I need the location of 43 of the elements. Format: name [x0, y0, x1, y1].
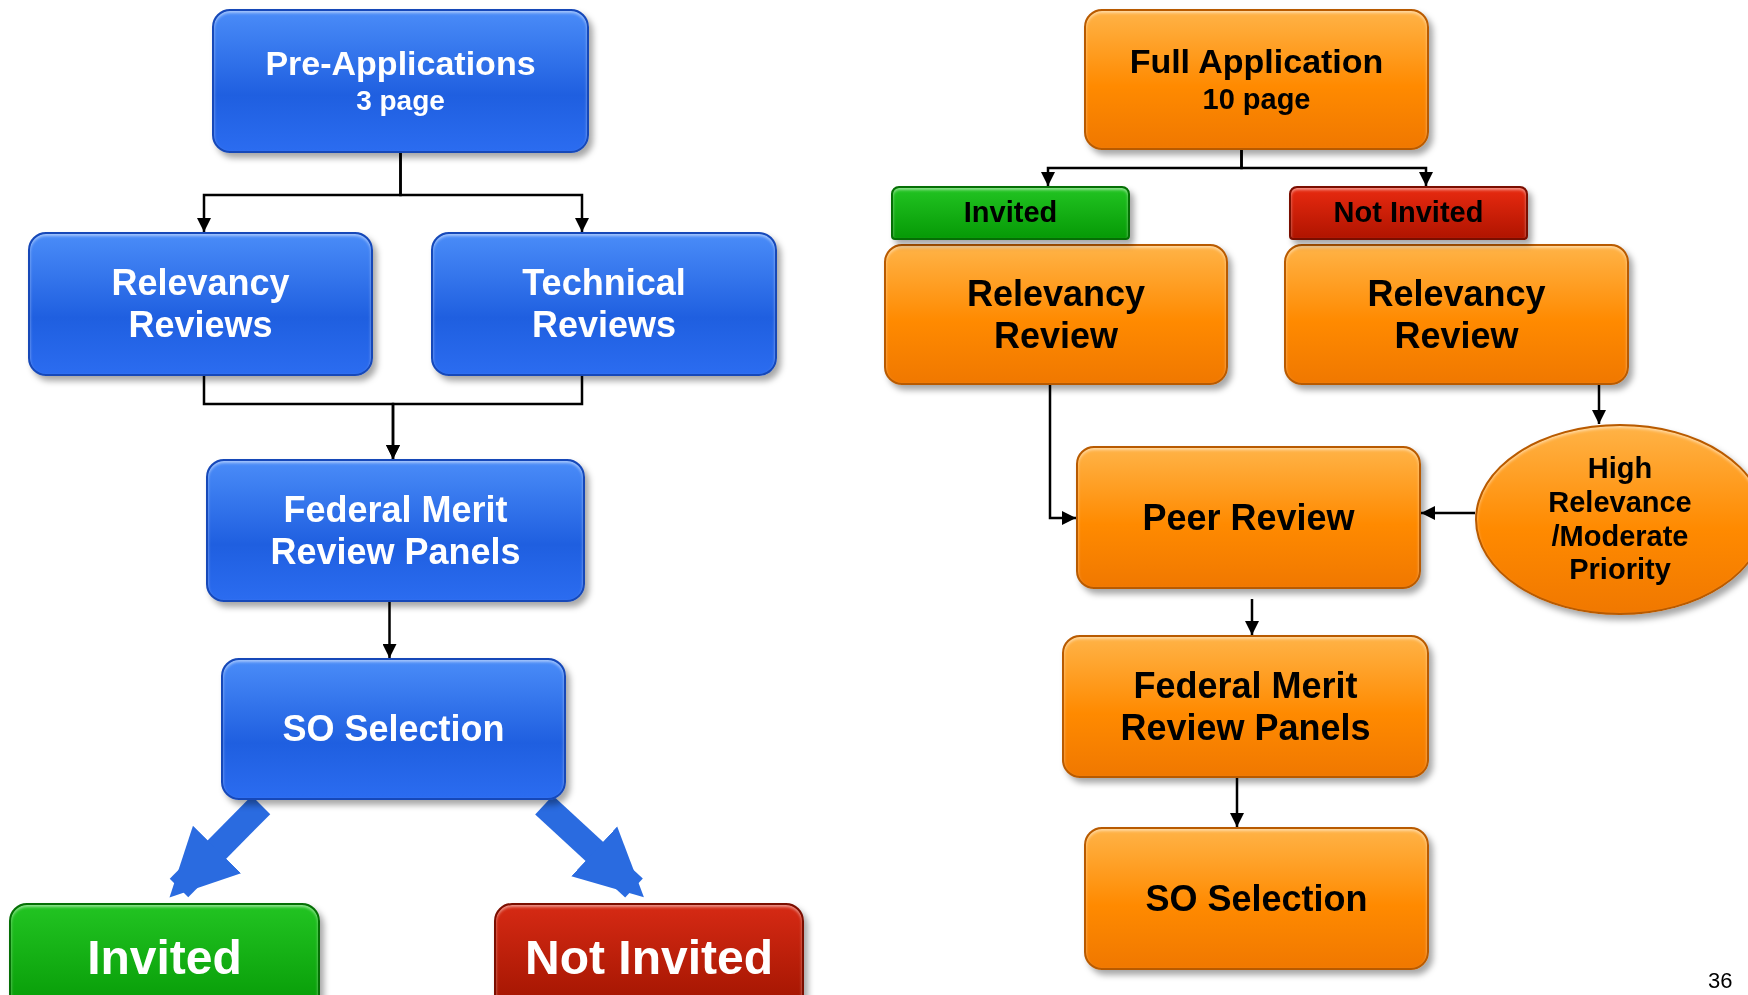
arrow [1240, 150, 1433, 186]
box-title: Not Invited [1333, 196, 1484, 230]
process-box [9, 903, 320, 995]
arrow [1421, 506, 1475, 520]
box-title: Invited [963, 196, 1058, 230]
process-box [1284, 244, 1629, 385]
process-box [1076, 446, 1421, 589]
process-box [212, 9, 589, 153]
box-title: High Relevance /Moderate Priority [1547, 452, 1693, 587]
box-title: Federal Merit Review Panels [1119, 664, 1372, 749]
box-title: SO Selection [1145, 877, 1368, 920]
arrow [382, 602, 397, 658]
process-box [206, 459, 585, 602]
arrow [399, 153, 589, 232]
process-box [28, 232, 373, 376]
process-box [1084, 9, 1429, 150]
box-title: Pre-Applications [265, 44, 536, 84]
process-box [1084, 827, 1429, 970]
process-box [494, 903, 804, 995]
status-tab [891, 186, 1130, 240]
arrow [1245, 599, 1259, 635]
box-title: Federal Merit Review Panels [269, 488, 522, 573]
box-title: Technical Reviews [521, 262, 687, 346]
box-title: Peer Review [1142, 496, 1355, 539]
arrow [1048, 385, 1076, 525]
page-number: 36 [1708, 968, 1733, 994]
box-title: Relevancy Review [1366, 272, 1547, 357]
process-box [884, 244, 1228, 385]
box-title: Not Invited [525, 930, 773, 986]
process-box [431, 232, 777, 376]
box-subtitle: 3 page [356, 83, 445, 118]
status-tab [1289, 186, 1528, 240]
arrow [1592, 385, 1606, 424]
box-title: Relevancy Reviews [110, 262, 291, 346]
arrow [386, 376, 584, 459]
arrow [1230, 778, 1244, 827]
box-title: Relevancy Review [965, 272, 1147, 357]
process-box [221, 658, 566, 800]
box-title: SO Selection [282, 708, 505, 750]
box-subtitle: 10 page [1202, 81, 1311, 117]
box-title: Full Application [1129, 42, 1384, 82]
process-box [1062, 635, 1429, 778]
box-title: Invited [87, 930, 242, 986]
